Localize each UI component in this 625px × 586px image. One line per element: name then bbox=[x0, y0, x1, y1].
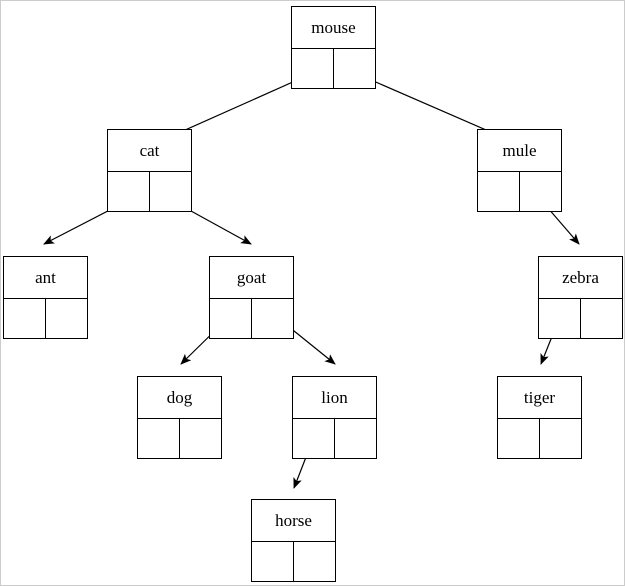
node-label-ant: ant bbox=[4, 257, 87, 299]
left-pointer-cell-mule[interactable] bbox=[478, 172, 520, 211]
node-pointer-cells-mouse bbox=[292, 49, 375, 88]
right-pointer-cell-cat[interactable] bbox=[150, 172, 191, 211]
left-pointer-cell-zebra[interactable] bbox=[539, 299, 581, 338]
node-pointer-cells-horse bbox=[252, 542, 335, 581]
left-pointer-cell-dog[interactable] bbox=[138, 419, 180, 458]
left-pointer-cell-tiger[interactable] bbox=[498, 419, 540, 458]
left-pointer-cell-mouse[interactable] bbox=[292, 49, 334, 88]
left-pointer-cell-ant[interactable] bbox=[4, 299, 46, 338]
node-pointer-cells-mule bbox=[478, 172, 561, 211]
node-pointer-cells-zebra bbox=[539, 299, 622, 338]
right-pointer-cell-tiger[interactable] bbox=[540, 419, 581, 458]
right-pointer-cell-zebra[interactable] bbox=[581, 299, 622, 338]
tree-node-cat[interactable]: cat bbox=[107, 129, 192, 212]
tree-node-horse[interactable]: horse bbox=[251, 499, 336, 582]
tree-node-mule[interactable]: mule bbox=[477, 129, 562, 212]
node-pointer-cells-goat bbox=[210, 299, 293, 338]
node-label-cat: cat bbox=[108, 130, 191, 172]
tree-node-dog[interactable]: dog bbox=[137, 376, 222, 459]
right-pointer-cell-mouse[interactable] bbox=[334, 49, 375, 88]
tree-node-goat[interactable]: goat bbox=[209, 256, 294, 339]
right-pointer-cell-dog[interactable] bbox=[180, 419, 221, 458]
left-pointer-cell-horse[interactable] bbox=[252, 542, 294, 581]
right-pointer-cell-goat[interactable] bbox=[252, 299, 293, 338]
tree-node-mouse[interactable]: mouse bbox=[291, 6, 376, 89]
left-pointer-cell-goat[interactable] bbox=[210, 299, 252, 338]
right-pointer-cell-horse[interactable] bbox=[294, 542, 335, 581]
tree-node-ant[interactable]: ant bbox=[3, 256, 88, 339]
node-pointer-cells-cat bbox=[108, 172, 191, 211]
right-pointer-cell-mule[interactable] bbox=[520, 172, 561, 211]
left-pointer-cell-lion[interactable] bbox=[293, 419, 335, 458]
node-label-mouse: mouse bbox=[292, 7, 375, 49]
node-pointer-cells-dog bbox=[138, 419, 221, 458]
node-label-tiger: tiger bbox=[498, 377, 581, 419]
node-label-goat: goat bbox=[210, 257, 293, 299]
node-label-mule: mule bbox=[478, 130, 561, 172]
left-pointer-cell-cat[interactable] bbox=[108, 172, 150, 211]
right-pointer-cell-ant[interactable] bbox=[46, 299, 87, 338]
node-pointer-cells-ant bbox=[4, 299, 87, 338]
tree-node-lion[interactable]: lion bbox=[292, 376, 377, 459]
node-pointer-cells-lion bbox=[293, 419, 376, 458]
tree-node-tiger[interactable]: tiger bbox=[497, 376, 582, 459]
tree-node-zebra[interactable]: zebra bbox=[538, 256, 623, 339]
node-label-dog: dog bbox=[138, 377, 221, 419]
node-label-lion: lion bbox=[293, 377, 376, 419]
node-label-horse: horse bbox=[252, 500, 335, 542]
right-pointer-cell-lion[interactable] bbox=[335, 419, 376, 458]
node-pointer-cells-tiger bbox=[498, 419, 581, 458]
node-label-zebra: zebra bbox=[539, 257, 622, 299]
